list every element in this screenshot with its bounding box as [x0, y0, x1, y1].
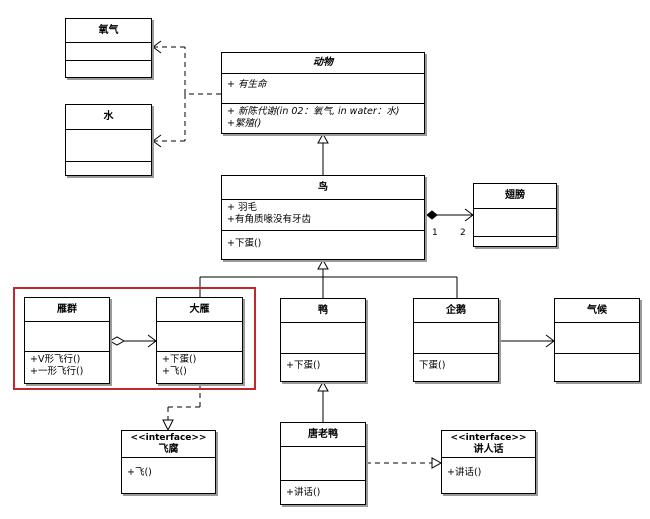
attributes-section	[474, 209, 556, 237]
operation: +V形飞行()	[30, 354, 81, 365]
attribute: +有角质喙没有牙齿	[227, 214, 311, 225]
attributes-section	[25, 322, 109, 352]
attributes-section	[66, 130, 151, 162]
stereotype-label: <<interface>>	[450, 433, 527, 443]
dependency-animal-water	[153, 94, 186, 142]
class-title: 鸭	[281, 299, 365, 323]
interface-fly[interactable]: <<interface>> 飞腐 +飞()	[121, 430, 216, 494]
attributes-section	[66, 43, 151, 61]
operations-section: +V形飞行() +一形飞行()	[25, 352, 109, 381]
operation: 下蛋()	[419, 360, 446, 371]
class-duck[interactable]: 鸭 +下蛋()	[280, 298, 366, 382]
class-title: 翅膀	[474, 184, 556, 209]
attribute: + 有生命	[227, 79, 267, 90]
multiplicity-bird: 1	[432, 228, 438, 238]
operation: +讲话()	[447, 467, 482, 478]
interface-header: <<interface>> 讲人话	[442, 431, 535, 458]
class-title: 大雁	[157, 298, 242, 322]
operations-section: +下蛋()	[281, 354, 365, 375]
generalization-arrowhead-bird	[317, 258, 329, 270]
operation: +飞()	[162, 366, 187, 377]
dependency-arrowhead-oxygen	[152, 40, 162, 54]
attribute: + 羽毛	[227, 202, 257, 213]
class-title: 动物	[222, 53, 424, 74]
operation: +繁殖()	[227, 118, 262, 129]
class-title: 企鹅	[414, 299, 498, 323]
operation: +下蛋()	[227, 238, 262, 249]
stereotype-label: <<interface>>	[130, 433, 207, 443]
class-title: 水	[66, 105, 151, 130]
class-goose-flock[interactable]: 雁群 +V形飞行() +一形飞行()	[24, 297, 110, 384]
multiplicity-wing: 2	[460, 228, 466, 238]
operations-section	[474, 237, 556, 243]
operations-section	[66, 61, 151, 67]
operations-section: +讲话()	[442, 458, 535, 482]
operations-section: +讲话()	[281, 481, 365, 502]
operation: +飞()	[127, 467, 152, 478]
attributes-section	[157, 322, 242, 352]
class-title: 讲人话	[473, 444, 504, 455]
class-title: 鸟	[222, 176, 424, 200]
interface-speak[interactable]: <<interface>> 讲人话 +讲话()	[441, 430, 536, 494]
operations-section: +下蛋() +飞()	[157, 352, 242, 381]
realization-arrowhead-speak	[431, 457, 443, 469]
class-wing[interactable]: 翅膀	[473, 183, 557, 247]
operation: +下蛋()	[162, 354, 197, 365]
operations-section	[555, 354, 639, 360]
class-title: 飞腐	[158, 444, 179, 455]
operations-section: + 新陈代谢(in 02：氧气, in water：水) +繁殖()	[222, 104, 424, 133]
operations-section	[66, 162, 151, 168]
class-oxygen[interactable]: 氧气	[65, 18, 152, 78]
operation: + 新陈代谢(in 02：氧气, in water：水)	[227, 106, 400, 117]
operations-section: +飞()	[122, 458, 215, 482]
attributes-section: + 羽毛 +有角质喙没有牙齿	[222, 200, 424, 231]
generalization-arrowhead-duck	[317, 380, 329, 392]
class-title: 唐老鸭	[281, 423, 365, 447]
realization-arrowhead-fly	[162, 419, 174, 432]
operation: +下蛋()	[286, 360, 321, 371]
realization-goose-fly	[167, 384, 201, 420]
operations-section: +下蛋()	[222, 231, 424, 253]
class-title: 氧气	[66, 19, 151, 43]
class-goose[interactable]: 大雁 +下蛋() +飞()	[156, 297, 243, 384]
class-animal[interactable]: 动物 + 有生命 + 新陈代谢(in 02：氧气, in water：水) +繁…	[221, 52, 425, 134]
class-climate[interactable]: 气候	[554, 298, 640, 382]
generalization-arrowhead-animal	[317, 132, 329, 144]
dependency-animal-oxygen	[153, 46, 221, 95]
attributes-section	[414, 323, 498, 354]
attributes-section	[555, 323, 639, 354]
operation: +一形飞行()	[30, 366, 84, 377]
class-bird[interactable]: 鸟 + 羽毛 +有角质喙没有牙齿 +下蛋()	[221, 175, 425, 260]
attributes-section: + 有生命	[222, 74, 424, 104]
aggregation-diamond	[108, 336, 126, 346]
composition-diamond	[426, 210, 438, 220]
highlight-box	[13, 287, 256, 390]
dependency-arrowhead-water	[152, 134, 162, 148]
operation: +讲话()	[286, 487, 321, 498]
attributes-section	[281, 323, 365, 354]
operations-section: 下蛋()	[414, 354, 498, 375]
attributes-section	[281, 447, 365, 481]
class-donald-duck[interactable]: 唐老鸭 +讲话()	[280, 422, 366, 505]
class-water[interactable]: 水	[65, 104, 152, 176]
class-penguin[interactable]: 企鹅 下蛋()	[413, 298, 499, 382]
class-title: 气候	[555, 299, 639, 323]
class-title: 雁群	[25, 298, 109, 322]
interface-header: <<interface>> 飞腐	[122, 431, 215, 458]
